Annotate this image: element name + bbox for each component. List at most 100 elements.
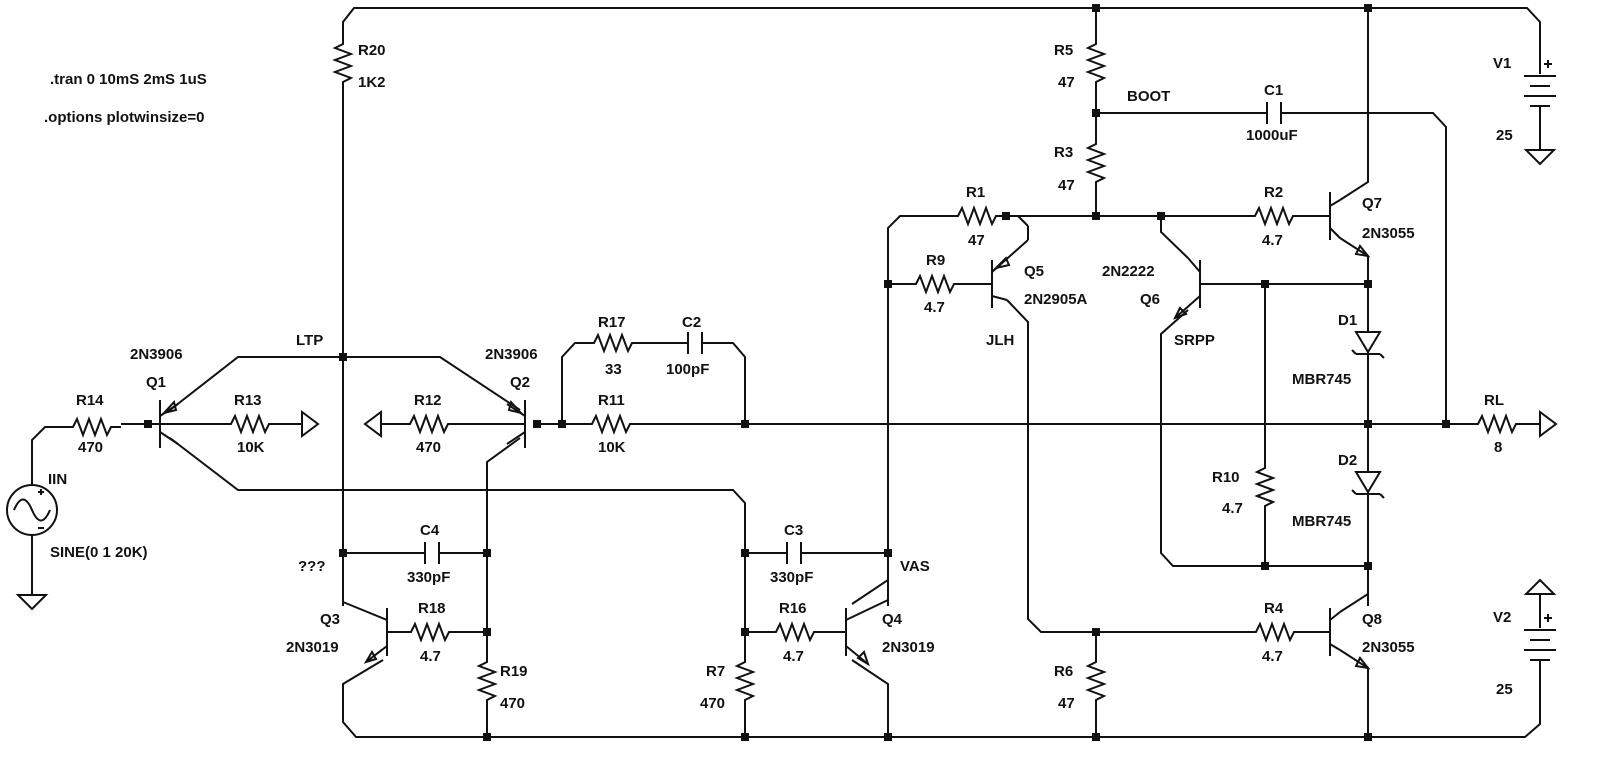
resistor-R1 xyxy=(952,205,1006,227)
transistor-Q2 xyxy=(506,399,526,448)
label-C2-name: C2 xyxy=(682,314,701,331)
label-C1-name: C1 xyxy=(1264,82,1283,99)
resistor-R6 xyxy=(1085,656,1107,710)
label-R20-value: 1K2 xyxy=(358,74,386,91)
transistor-Q6 xyxy=(1172,257,1201,320)
label-R6-name: R6 xyxy=(1054,663,1073,680)
diodes xyxy=(1351,331,1385,500)
label-R13-value: 10K xyxy=(237,439,265,456)
directive-options: .options plotwinsize=0 xyxy=(44,109,204,126)
label-IIN-value: SINE(0 1 20K) xyxy=(50,544,148,561)
label-Q5-name: Q5 xyxy=(1024,263,1044,280)
label-R7-value: 470 xyxy=(700,695,725,712)
label-R17-value: 33 xyxy=(605,361,622,378)
label-RL-value: 8 xyxy=(1494,439,1502,456)
net-label-jlh: JLH xyxy=(986,332,1014,349)
labels: .tran 0 10mS 2mS 1uS .options plotwinsiz… xyxy=(44,42,1513,712)
label-R11-value: 10K xyxy=(598,439,626,456)
label-Q3-name: Q3 xyxy=(320,611,340,628)
resistor-R13 xyxy=(225,413,279,435)
label-R16-value: 4.7 xyxy=(783,648,804,665)
transistors xyxy=(159,192,1371,670)
resistor-R2 xyxy=(1249,205,1304,227)
sources xyxy=(6,60,1558,672)
resistors xyxy=(67,38,1528,710)
label-R3-value: 47 xyxy=(1058,177,1075,194)
label-C3-name: C3 xyxy=(784,522,803,539)
label-R14-name: R14 xyxy=(76,392,104,409)
resistor-R11 xyxy=(586,413,641,435)
resistor-R19 xyxy=(476,656,498,710)
label-R10-value: 4.7 xyxy=(1222,500,1243,517)
capacitor-C4 xyxy=(424,542,440,564)
label-R3-name: R3 xyxy=(1054,144,1073,161)
label-R12-value: 470 xyxy=(416,439,441,456)
label-Q2-name: Q2 xyxy=(510,374,530,391)
label-V1-name: V1 xyxy=(1493,55,1511,72)
ground-symbol xyxy=(1523,578,1557,595)
resistor-R20 xyxy=(332,38,354,90)
current-source-IIN xyxy=(6,484,58,536)
junctions xyxy=(144,4,1450,741)
label-R9-value: 4.7 xyxy=(924,299,945,316)
label-C4-name: C4 xyxy=(420,522,440,539)
transistor-Q1 xyxy=(159,399,179,448)
resistor-R9 xyxy=(910,273,964,295)
label-Q4-name: Q4 xyxy=(882,611,903,628)
label-R19-name: R19 xyxy=(500,663,528,680)
directive-tran: .tran 0 10mS 2mS 1uS xyxy=(50,71,207,88)
label-R10-name: R10 xyxy=(1212,469,1240,486)
label-R9-name: R9 xyxy=(926,252,945,269)
label-Q6-value: 2N2222 xyxy=(1102,263,1155,280)
label-R20-name: R20 xyxy=(358,42,386,59)
label-Q8-name: Q8 xyxy=(1362,611,1382,628)
label-R1-value: 47 xyxy=(968,232,985,249)
label-R5-name: R5 xyxy=(1054,42,1073,59)
label-R2-name: R2 xyxy=(1264,184,1283,201)
label-R5-value: 47 xyxy=(1058,74,1075,91)
transistor-Q3 xyxy=(342,601,388,664)
label-D1-value: MBR745 xyxy=(1292,371,1351,388)
label-Q1-value: 2N3906 xyxy=(130,346,183,363)
ground-symbol xyxy=(15,594,49,611)
transistor-Q5 xyxy=(991,215,1029,308)
label-Q8-value: 2N3055 xyxy=(1362,639,1415,656)
ground-symbol xyxy=(301,410,320,438)
label-R1-name: R1 xyxy=(966,184,985,201)
label-Q3-value: 2N3019 xyxy=(286,639,339,656)
label-Q5-value: 2N2905A xyxy=(1024,291,1088,308)
diode-D2 xyxy=(1351,471,1385,500)
label-Q1-name: Q1 xyxy=(146,374,166,391)
label-Q2-value: 2N3906 xyxy=(485,346,538,363)
net-label-vas: VAS xyxy=(900,558,930,575)
ground-symbol xyxy=(363,410,382,438)
label-C4-value: 330pF xyxy=(407,569,450,586)
label-R11-name: R11 xyxy=(598,392,625,409)
label-V2-value: 25 xyxy=(1496,681,1513,698)
label-R2-value: 4.7 xyxy=(1262,232,1283,249)
transistor-Q8 xyxy=(1329,608,1371,670)
capacitors xyxy=(424,102,1282,564)
label-D2-name: D2 xyxy=(1338,452,1357,469)
label-D2-value: MBR745 xyxy=(1292,513,1351,530)
label-V2-name: V2 xyxy=(1493,609,1511,626)
label-Q6-name: Q6 xyxy=(1140,291,1160,308)
label-R7-name: R7 xyxy=(706,663,725,680)
resistor-R14 xyxy=(67,416,121,438)
label-R6-value: 47 xyxy=(1058,695,1075,712)
label-Q7-value: 2N3055 xyxy=(1362,225,1415,242)
voltage-source-V1 xyxy=(1524,60,1556,150)
resistor-R3 xyxy=(1085,138,1107,192)
resistor-R7 xyxy=(734,656,756,710)
label-R19-value: 470 xyxy=(500,695,525,712)
ground-symbol xyxy=(1523,149,1557,166)
resistor-R17 xyxy=(588,332,641,354)
resistor-R12 xyxy=(404,413,458,435)
resistor-R18 xyxy=(405,621,460,643)
label-Q7-name: Q7 xyxy=(1362,195,1382,212)
label-C2-value: 100pF xyxy=(666,361,709,378)
label-V1-value: 25 xyxy=(1496,127,1513,144)
resistor-RL xyxy=(1472,413,1528,435)
label-R18-value: 4.7 xyxy=(420,648,441,665)
